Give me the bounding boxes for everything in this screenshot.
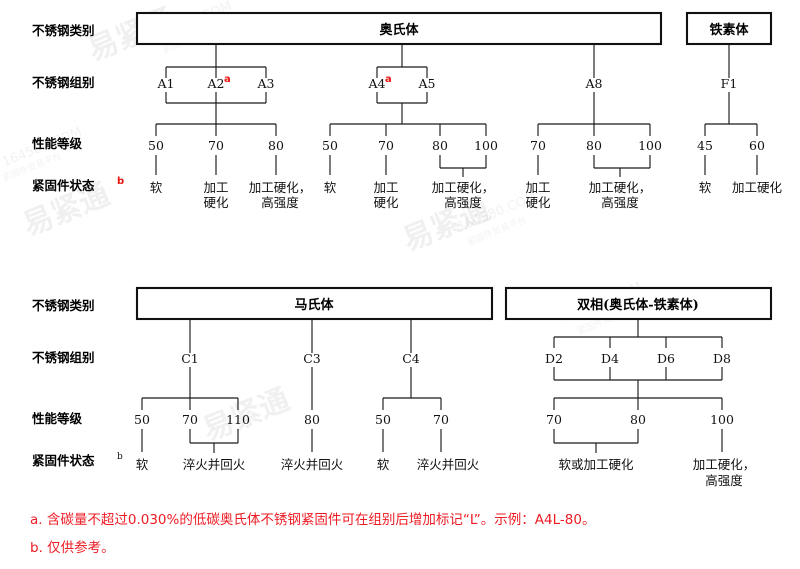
group-label-a2: A2 <box>207 76 225 91</box>
state-label: 淬火并回火 <box>281 457 344 472</box>
grade-value: 100 <box>474 138 498 153</box>
grade-value: 50 <box>375 412 391 427</box>
group-label-d4: D4 <box>601 351 619 366</box>
group-label-d6: D6 <box>657 351 675 366</box>
category-box-duplex-label: 双相(奥氏体-铁素体) <box>577 297 699 313</box>
state-label: 软 <box>136 457 149 472</box>
row-label-grade: 性能等级 <box>31 136 83 151</box>
grade-value: 50 <box>148 138 164 153</box>
row-label-category: 不锈钢类别 <box>32 23 95 38</box>
grade-value: 45 <box>697 138 713 153</box>
grade-value: 70 <box>208 138 224 153</box>
state-label: 加工硬化，高强度 <box>589 180 652 210</box>
grade-value: 50 <box>322 138 338 153</box>
grade-value: 100 <box>638 138 662 153</box>
state-label: 软 <box>324 180 337 195</box>
group-label-a8: A8 <box>585 76 603 91</box>
grade-value: 50 <box>134 412 150 427</box>
state-label: 软 <box>377 457 390 472</box>
state-label: 加工硬化，高强度 <box>693 457 756 488</box>
group-label-d2: D2 <box>545 351 563 366</box>
row-label-state-2-superscript: b <box>117 452 123 462</box>
footnote-a: a. 含碳量不超过0.030%的低碳奥氏体不锈钢紧固件可在组别后增加标记“L”。… <box>30 511 595 528</box>
grade-value: 70 <box>182 412 198 427</box>
category-box-duplex <box>504 286 773 321</box>
footnote-b: b. 仅供参考。 <box>30 539 115 556</box>
row-label-group-2: 不锈钢组别 <box>32 350 95 365</box>
state-label: 软 <box>699 180 712 195</box>
group-label-a5: A5 <box>418 76 436 91</box>
row-label-state-superscript: b <box>117 176 124 187</box>
grade-value: 80 <box>304 412 320 427</box>
group-label-c3: C3 <box>303 351 321 366</box>
group-label-a3: A3 <box>257 76 275 91</box>
state-label: 软 <box>150 180 163 195</box>
state-label: 加工硬化，高强度 <box>249 180 312 210</box>
group-label-d8: D8 <box>713 351 731 366</box>
state-label: 加工硬化 <box>373 180 399 210</box>
state-label: 淬火并回火 <box>183 457 246 472</box>
grade-value: 80 <box>586 138 602 153</box>
row-label-group: 不锈钢组别 <box>32 75 95 90</box>
group-label-a2-superscript: a <box>224 74 231 85</box>
group-label-c4: C4 <box>402 351 420 366</box>
row-label-category-2: 不锈钢类别 <box>32 298 95 313</box>
row-label-state: 紧固件状态 <box>32 178 95 193</box>
category-box-ferrite-label: 铁素体 <box>708 22 749 38</box>
group-label-a4: A4 <box>368 76 386 91</box>
grade-value: 100 <box>710 412 734 427</box>
group-label-f1: F1 <box>721 76 738 91</box>
grade-value: 70 <box>530 138 546 153</box>
grade-value: 70 <box>433 412 449 427</box>
grade-value: 70 <box>378 138 394 153</box>
category-box-martensite <box>135 286 494 321</box>
row-label-grade-2: 性能等级 <box>31 411 83 426</box>
group-label-a1: A1 <box>157 76 175 91</box>
state-label: 加工硬化 <box>203 180 229 210</box>
state-label: 加工硬化，高强度 <box>432 180 495 210</box>
state-label: 软或加工硬化 <box>558 457 634 472</box>
grade-value: 80 <box>432 138 448 153</box>
state-label: 加工硬化 <box>525 180 551 210</box>
grade-value: 60 <box>749 138 765 153</box>
state-label: 加工硬化 <box>732 180 783 195</box>
group-label-a4-superscript: a <box>385 74 392 85</box>
grade-value: 110 <box>226 412 250 427</box>
category-box-austenite <box>135 11 663 46</box>
grade-value: 80 <box>630 412 646 427</box>
state-label: 淬火并回火 <box>417 457 480 472</box>
row-label-state-2: 紧固件状态 <box>32 453 95 468</box>
category-box-austenite-label: 奥氏体 <box>379 22 419 38</box>
group-label-c1: C1 <box>181 351 199 366</box>
category-box-martensite-label: 马氏体 <box>294 297 334 313</box>
grade-value: 80 <box>268 138 284 153</box>
grade-value: 70 <box>546 412 562 427</box>
